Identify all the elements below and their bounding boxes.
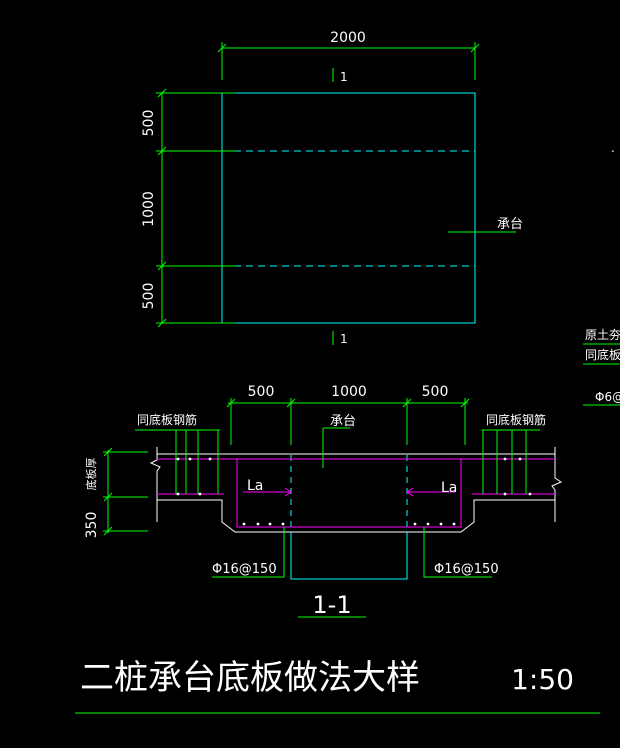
rebar-dot [281, 522, 285, 526]
rebar-dot [503, 457, 507, 461]
rebar-dot [268, 522, 272, 526]
bar-callout-left-leader [212, 527, 285, 578]
section-view: 500 1000 500 La La [84, 384, 563, 619]
section-vdim-tick-3 [103, 526, 113, 536]
rebar-dot [503, 492, 507, 496]
anchor-la-right-arrow [406, 487, 414, 497]
slab-and-cap-bottom-outline [157, 499, 555, 533]
plan-dim-middle-label: 1000 [141, 191, 157, 227]
slab-thickness-label: 底板厚 [84, 458, 98, 491]
rebar-callout-left: 同底板钢筋 [137, 412, 197, 427]
dim-350-label: 350 [84, 512, 100, 539]
plan-vdim-tick-3 [157, 261, 167, 271]
rebar-dots [176, 457, 532, 526]
drawing-scale: 1:50 [511, 663, 574, 696]
plan-width-tick-left [217, 43, 227, 53]
section-vdim-tick-2 [103, 492, 113, 502]
break-line-left [149, 447, 161, 522]
bar-callout-right-leader [423, 527, 492, 578]
anchor-la-left-arrow [284, 487, 292, 497]
section-mark-top: 1 [340, 70, 348, 84]
note-line-2: 同底板筋 [585, 347, 620, 362]
section-mark-bottom: 1 [340, 332, 348, 346]
rebar-dot [439, 522, 443, 526]
section-dim-right-label: 500 [422, 384, 449, 400]
rebar-dot [242, 522, 246, 526]
pile-outline [290, 532, 408, 580]
drawing-title-block: 二桩承台底板做法大样 1:50 [75, 658, 600, 714]
rebar-dot [452, 522, 456, 526]
right-notes: . 原土夯实 同底板筋 Φ6@ [583, 141, 620, 406]
section-dim-middle-label: 1000 [331, 384, 367, 400]
rebar-dot [198, 492, 202, 496]
section-dim-left-label: 500 [248, 384, 275, 400]
rebar-dot [518, 457, 522, 461]
section-name: 1-1 [312, 591, 351, 619]
rebar-dot [176, 457, 180, 461]
cap-rebar-cage [236, 458, 462, 528]
section-dim-tick-1 [226, 398, 236, 408]
rebar-dot [413, 522, 417, 526]
rebar-dot [188, 457, 192, 461]
rebar-dot [256, 522, 260, 526]
plan-dim-top-label: 500 [141, 110, 157, 137]
rebar-dot [528, 492, 532, 496]
drawing-title: 二桩承台底板做法大样 [80, 658, 420, 698]
plan-vdim-tick-4 [157, 318, 167, 328]
plan-vdim-tick-2 [157, 146, 167, 156]
section-dim-tick-4 [460, 398, 470, 408]
bar-callout-left: Φ16@150 [212, 562, 277, 577]
break-line-right [551, 447, 563, 522]
plan-vdim-tick-1 [157, 88, 167, 98]
plan-dim-bottom-label: 500 [141, 283, 157, 310]
plan-cap-label: 承台 [497, 217, 523, 232]
section-vdim-tick-1 [103, 447, 113, 457]
right-edge-fragment: . [611, 141, 615, 155]
plan-width-tick-right [470, 43, 480, 53]
plan-cap-outline [221, 92, 476, 324]
note-line-3: Φ6@ [595, 390, 620, 404]
plan-width-label: 2000 [330, 30, 366, 46]
rebar-dot [426, 522, 430, 526]
rebar-dot [208, 457, 212, 461]
section-dim-tick-3 [402, 398, 412, 408]
rebar-dot [176, 492, 180, 496]
section-dim-tick-2 [286, 398, 296, 408]
section-cap-label: 承台 [330, 414, 356, 429]
la-left-label: La [247, 478, 263, 494]
note-line-1: 原土夯实 [585, 327, 620, 342]
la-right-label: La [441, 480, 457, 496]
plan-view: 2000 1 1 500 1000 500 承台 [141, 30, 523, 346]
rebar-callout-right: 同底板钢筋 [486, 412, 546, 427]
bar-callout-right: Φ16@150 [434, 562, 499, 577]
